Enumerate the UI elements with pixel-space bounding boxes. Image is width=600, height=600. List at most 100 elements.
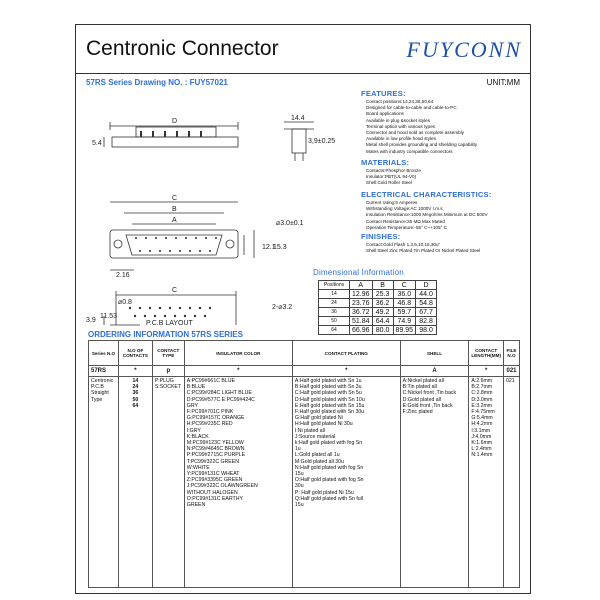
list-item: Metal shell provides grounding and shiel… [366, 142, 478, 148]
list-item: J:Source material [294, 433, 336, 440]
list-item: P:PC99#2715C PURPLE [186, 452, 246, 459]
table-cell: 66.96 [349, 325, 373, 335]
list-item: T:PC99#322C GREEN [186, 458, 239, 465]
list-item: Designed for cable-to-cable and cable-to… [366, 105, 457, 111]
electrical-list: Current rating:5 Amperes Withstanding Vo… [366, 200, 488, 231]
materials-list: Contacts:Phosphor Bronze Insulator:PBT(U… [366, 168, 421, 187]
code-row: 57RS * p * * A * 021 [88, 365, 521, 377]
list-item: G:Half gold plated Ni [294, 415, 343, 422]
list-item: M:PC99#123C YELLOW [186, 440, 244, 447]
table-row: 50 51.84 64.4 74.9 82.8 [318, 316, 438, 326]
table-header: CONTACT TYPE [151, 340, 185, 366]
list-item: D:3.0mm [471, 396, 493, 403]
table-row: Centronic P.C.B Straight Type 14 24 36 5… [88, 376, 521, 588]
title-bar: Centronic Connector FUYCONN [76, 25, 530, 74]
table-cell: * [117, 365, 153, 377]
table-cell: * [291, 365, 401, 377]
mount-hole-right [225, 239, 235, 249]
list-item: Mates with industry compatible connector… [366, 148, 453, 154]
list-item: I:GRY [186, 427, 201, 434]
dim-label-height: 5.4 [92, 140, 102, 147]
list-item: S:SOCKET [154, 384, 182, 391]
insulator-color-cell: A:PC99#661C BLUE B:BLUE C:PC99#284C LIGH… [183, 376, 293, 588]
table-header: A [349, 280, 373, 290]
list-item: Y:PC99#131C WHEAT [186, 471, 240, 478]
dim-label-hole: ⌀3.0±0.1 [276, 220, 304, 227]
list-item: A:Half gold plated with Sn 1u [294, 378, 362, 384]
list-item: Contacts:Phosphor Bronze [366, 168, 421, 173]
unit-label: UNIT:MM [486, 78, 520, 87]
list-item: C:PC99#284C LIGHT BLUE [186, 390, 252, 397]
list-item: GREEN [186, 502, 206, 509]
table-cell: 46.8 [392, 298, 417, 308]
shell-cell: A:Nickel plated all B:Tin plated all C:N… [399, 376, 470, 588]
file-number-cell: 021 [502, 376, 521, 588]
list-item: E:Half gold plated with Sn 15u [294, 402, 365, 409]
list-item: K:BLACK [186, 433, 209, 440]
table-header: N.O OF CONTACTS [117, 340, 153, 366]
list-item: F:Zinc plated [402, 409, 433, 416]
table-row: 24 23.76 36.2 46.8 54.8 [318, 298, 438, 308]
list-item: 1u [294, 446, 301, 453]
electrical-heading: ELECTRICAL CHARACTERISTICS: [361, 190, 492, 199]
table-row: 36 36.72 49.2 59.7 67.7 [318, 307, 438, 317]
list-item: F:PC99#701C PINK [186, 409, 234, 416]
dim-label-h1: 12.1 [262, 244, 276, 251]
dim-label-width: 14.4 [291, 115, 305, 122]
list-item: Shell:Cold Roller Steel [366, 180, 412, 186]
features-heading: FEATURES: [361, 89, 406, 98]
table-cell: 80.0 [371, 325, 394, 335]
dimensional-heading: Dimensional Information [313, 268, 404, 277]
list-item: 30u [294, 483, 304, 490]
dim-label-a: A [172, 217, 177, 224]
list-item: N:PC99#4645C BROWN [186, 446, 245, 453]
dim-label-pitch: 2.16 [116, 272, 130, 279]
pcb-dim-label-c: C [172, 287, 177, 294]
table-cell: * [468, 365, 504, 377]
table-cell: 36.2 [371, 298, 394, 308]
list-item: M:Gold plated all 30u [294, 458, 344, 465]
list-item: Insulator:PBT(UL 94-V0) [366, 174, 417, 180]
table-cell: 64.4 [371, 316, 394, 326]
list-item: D:PC99#577C E:PC99#424C [186, 396, 255, 403]
table-cell: 67.7 [415, 307, 438, 317]
table-row: 14 12.96 25.3 36.0 44.0 [318, 289, 438, 299]
drawing-sheet: Centronic Connector FUYCONN 57RS Series … [75, 24, 531, 594]
table-cell: 89.95 [392, 325, 417, 335]
list-item: D:Gold plated all [402, 396, 441, 403]
list-item: W:WHITE [186, 464, 210, 471]
table-header: FILE N.O [502, 340, 521, 366]
list-item: I:3.1mm [471, 427, 491, 434]
list-item: WITHOUT HALOGEN [186, 489, 238, 496]
table-cell: A [399, 365, 470, 377]
finishes-list: Contact:Gold Flash 1,3,5,10,15,30u" Shel… [366, 242, 480, 254]
list-item: O:PC99#131C EARTHY [186, 495, 243, 502]
table-header: CONTACT LENGTH(MM) [468, 340, 504, 366]
list-item: N:Half gold plated with fog Sn [294, 464, 364, 471]
table-cell: 74.9 [392, 316, 417, 326]
list-item: F:Half gold plated with Sn 30u [294, 409, 365, 416]
list-item: Type [91, 396, 103, 403]
list-item: L:2.4mm [471, 446, 492, 453]
list-item: K:1.6mm [471, 440, 493, 447]
table-cell: 021 [502, 365, 521, 377]
table-cell: p [151, 365, 185, 377]
pcb-dim-label-d2: 3.9 [86, 317, 96, 324]
table-cell: 25.3 [371, 289, 394, 299]
table-cell: 12.96 [349, 289, 373, 299]
connector-top-body [111, 136, 239, 148]
list-item: O:Half gold plated with fog Sn [294, 477, 364, 484]
table-header: SHELL [399, 340, 470, 366]
list-item: L:Gold plated all 1u [294, 452, 340, 459]
list-item: Connector and hood sold as complete asse… [366, 130, 465, 136]
ordering-heading: ORDERING INFORMATION 57RS SERIES [88, 330, 243, 339]
connector-side-body [291, 128, 307, 154]
list-item: A:2.6mm [471, 378, 493, 384]
list-item: Board applications [366, 111, 404, 117]
list-item: B:BLUE [186, 384, 206, 391]
dim-label-c: C [172, 195, 177, 202]
table-row: 64 66.96 80.0 89.95 98.0 [318, 325, 438, 335]
table-cell: 82.8 [415, 316, 438, 326]
connector-front-shell [125, 234, 223, 256]
table-cell: 59.7 [392, 307, 417, 317]
